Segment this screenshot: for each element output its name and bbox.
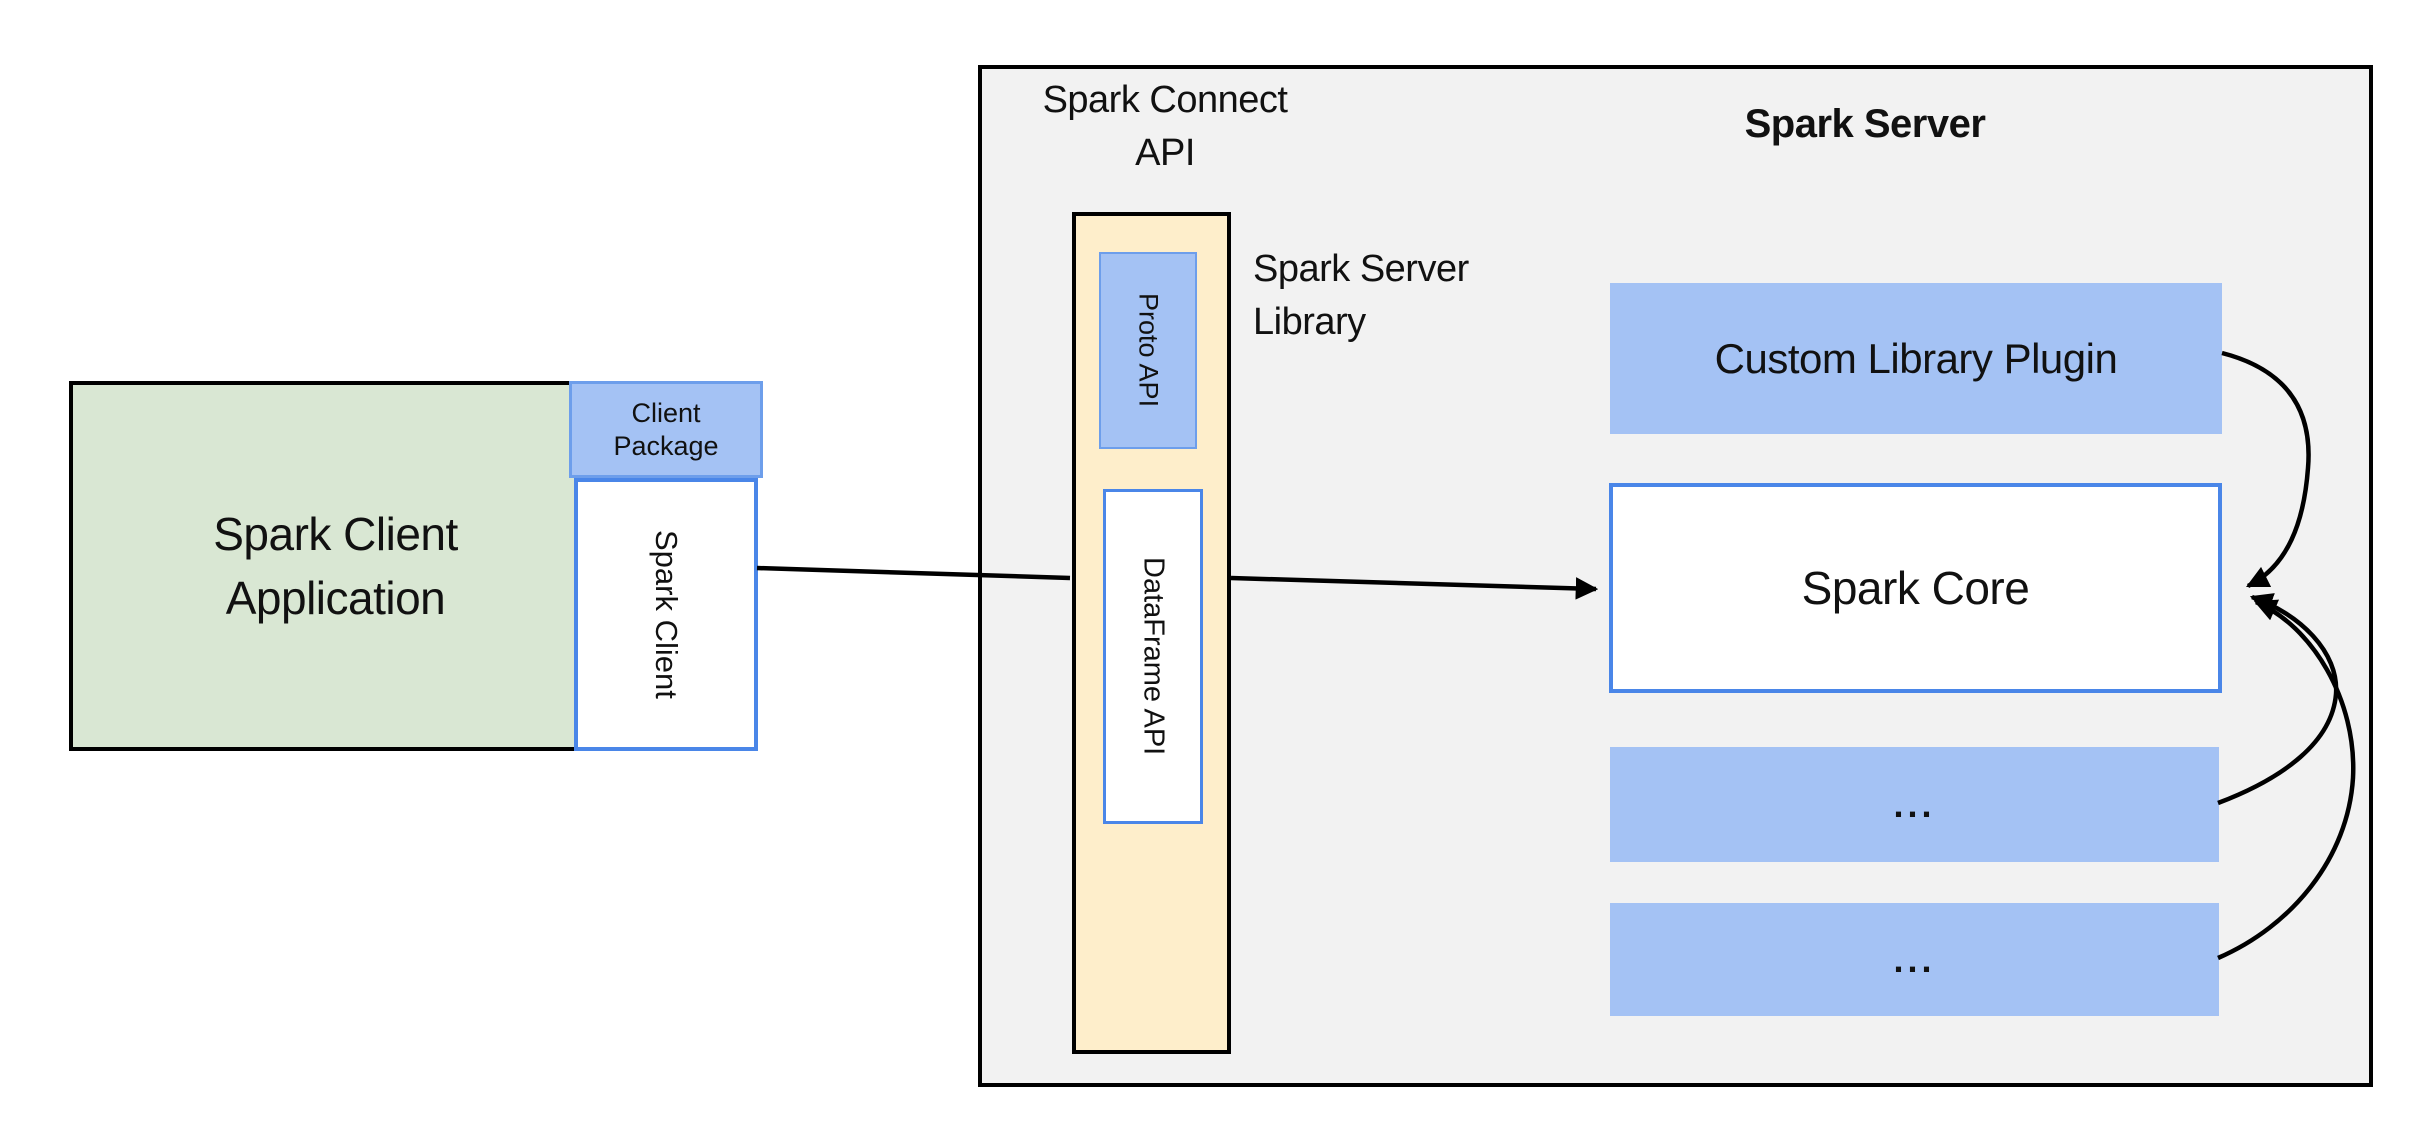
custom-library-plugin-box: Custom Library Plugin [1610, 283, 2222, 434]
client-package-line2: Package [613, 430, 719, 461]
spark-core-box: Spark Core [1609, 483, 2222, 693]
spark-server-library-line1: Spark Server [1253, 248, 1469, 290]
more-plugins-box-1: ... [1610, 747, 2219, 862]
spark-client-label: Spark Client [649, 530, 684, 699]
spark-server-title: Spark Server [1744, 102, 1986, 146]
client-package-box: Client Package [569, 381, 763, 478]
spark-server-library-label: Spark Server Library [1253, 243, 1593, 349]
client-app-line2: Application [225, 572, 446, 624]
proto-api-label: Proto API [1133, 293, 1164, 408]
client-app-line1: Spark Client [213, 508, 458, 560]
dataframe-api-label: DataFrame API [1137, 557, 1170, 756]
spark-connect-api-label: Spark Connect API [995, 74, 1335, 180]
spark-server-library-line2: Library [1253, 301, 1366, 343]
spark-connect-api-line2: API [1135, 132, 1195, 174]
client-package-line1: Client [631, 397, 701, 428]
dataframe-api-box: DataFrame API [1103, 489, 1203, 824]
spark-connect-api-line1: Spark Connect [1042, 79, 1288, 121]
more-plugins-box-2: ... [1610, 903, 2219, 1016]
spark-client-box: Spark Client [574, 478, 758, 751]
spark-client-application-box: Spark Client Application [69, 381, 602, 751]
proto-api-box: Proto API [1099, 252, 1197, 449]
